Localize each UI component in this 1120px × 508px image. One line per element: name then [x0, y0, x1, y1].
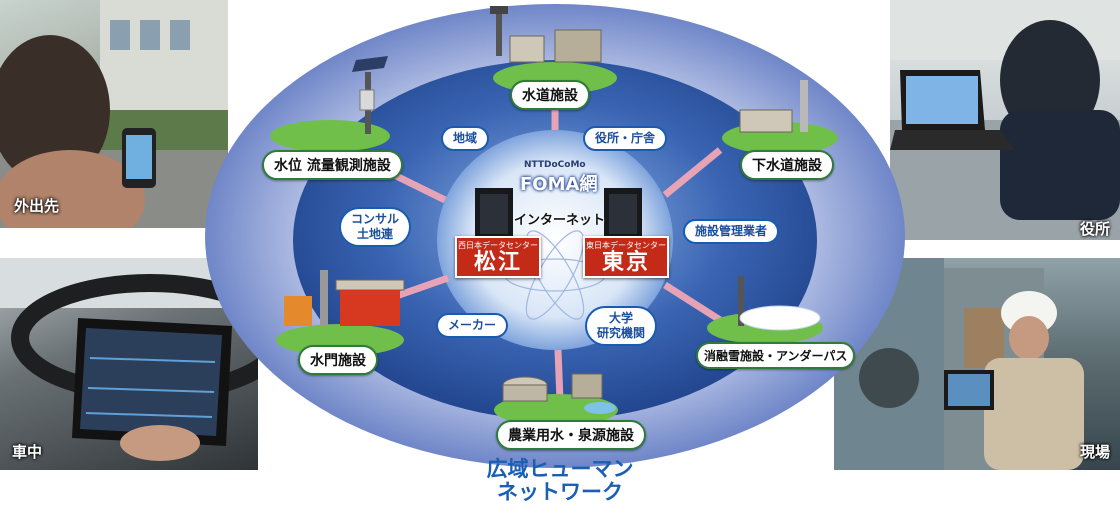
- photo-car: 車中: [0, 258, 258, 470]
- internet-label: インターネット: [514, 213, 606, 228]
- stakeholder-maker: メーカー: [436, 313, 509, 338]
- photo-caption-car: 車中: [12, 443, 43, 461]
- photo-office: 役所: [890, 0, 1120, 240]
- carrier-label: NTTDoCoMo: [524, 160, 586, 170]
- stakeholder-region: 地域: [441, 126, 490, 151]
- university-line1: 大学: [609, 311, 634, 325]
- facility-agriculture[interactable]: 農業用水・泉源施設: [496, 420, 646, 450]
- laptop-icon: [890, 70, 1015, 150]
- stakeholder-consultant: コンサル 土地連: [339, 207, 412, 247]
- inner-circle: [437, 130, 673, 350]
- tank-icon: [502, 376, 548, 402]
- stakeholder-university: 大学 研究機関: [585, 306, 658, 346]
- server-icon: [604, 188, 642, 240]
- tablet-icon: [944, 370, 994, 410]
- tablet-icon: [72, 318, 232, 446]
- facility-water-supply[interactable]: 水道施設: [510, 80, 590, 110]
- photo-outdoor: 外出先: [0, 0, 228, 228]
- datacenter-east-city: 東京: [601, 250, 650, 275]
- server-icon: [475, 188, 513, 240]
- sewerage-illustration: [722, 80, 838, 154]
- outdoor-scene: [0, 0, 228, 228]
- consultant-line2: 土地連: [357, 227, 394, 241]
- facility-sewerage[interactable]: 下水道施設: [740, 150, 834, 180]
- photo-caption-outdoor: 外出先: [14, 197, 60, 215]
- consultant-line1: コンサル: [351, 212, 400, 226]
- facility-snow-melt[interactable]: 消融雪施設・アンダーパス: [696, 342, 856, 369]
- title-line2: ネットワーク: [497, 480, 623, 504]
- snow-melt-illustration: [707, 276, 823, 344]
- office-scene: [890, 0, 1120, 240]
- facility-sluice[interactable]: 水門施設: [298, 345, 378, 375]
- stakeholder-facility-manager: 施設管理業者: [683, 219, 780, 244]
- datacenter-east: 東日本データセンター 東京: [583, 236, 669, 278]
- datacenter-west-label: 西日本データセンター: [458, 241, 538, 250]
- photo-caption-office: 役所: [1079, 220, 1110, 238]
- datacenter-east-label: 東日本データセンター: [586, 241, 666, 250]
- title-line1: 広域ヒューマン: [486, 457, 634, 481]
- building-icon: [571, 373, 603, 399]
- foma-network-label: FOMA網: [520, 174, 598, 195]
- stakeholder-office: 役所・庁舎: [583, 126, 668, 151]
- university-line2: 研究機関: [597, 326, 646, 340]
- phone-icon: [122, 128, 156, 188]
- water-level-illustration: [270, 56, 390, 152]
- datacenter-west-city: 松江: [473, 250, 522, 275]
- diagram-title: 広域ヒューマン ネットワーク: [430, 458, 690, 504]
- agriculture-illustration: [494, 373, 618, 426]
- site-scene: [834, 258, 1084, 470]
- photo-caption-site: 現場: [1079, 443, 1110, 461]
- datacenter-west: 西日本データセンター 松江: [455, 236, 541, 278]
- car-scene: [0, 258, 258, 461]
- facility-water-level[interactable]: 水位 流量観測施設: [262, 150, 403, 180]
- solar-panel-icon: [352, 56, 388, 72]
